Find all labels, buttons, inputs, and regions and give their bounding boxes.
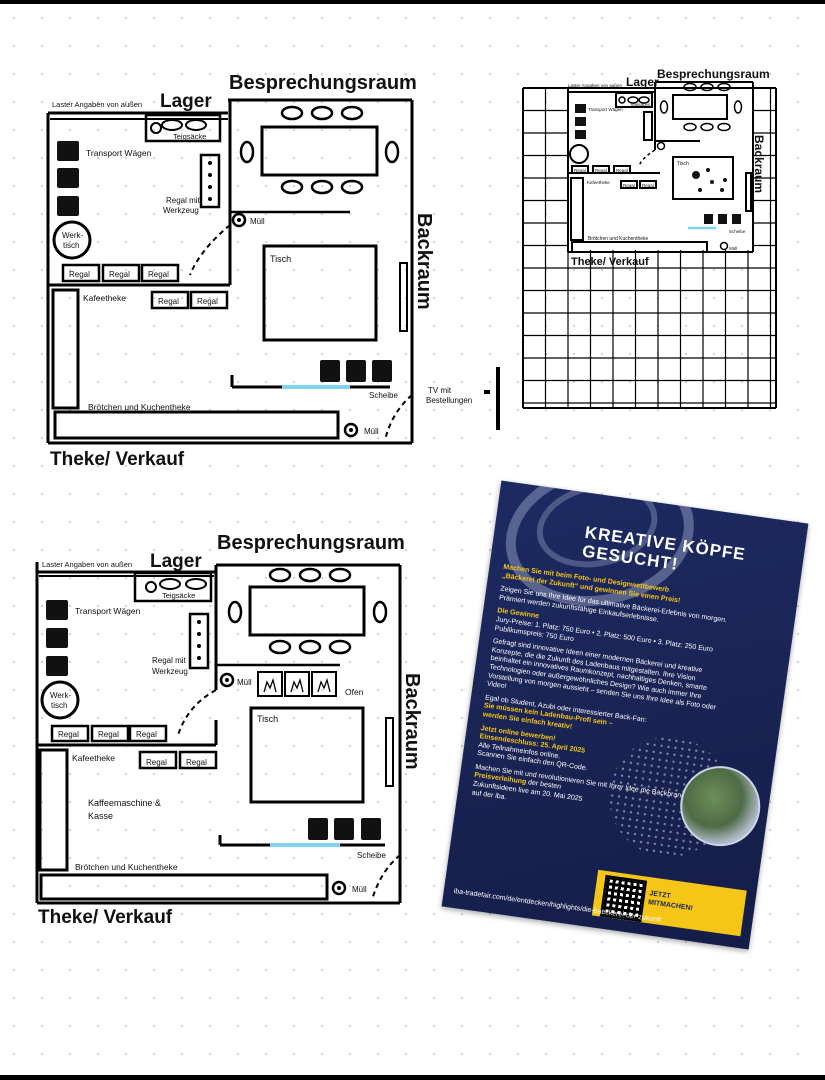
plan3-kafeetheke-label: Kafeetheke (72, 753, 115, 763)
plan3-werktisch-label-2: tisch (51, 701, 67, 710)
plan1-tisch-label: Tisch (270, 254, 291, 264)
plan1-theke-label: Theke/ Verkauf (50, 449, 185, 470)
plan3-besprechungsraum-label: Besprechungsraum (217, 532, 405, 554)
plan1-werktisch-label: Werk- (62, 231, 84, 240)
plan2-lager-label: Lager (626, 75, 659, 89)
plan3-regal-3: Regal (136, 730, 157, 739)
plan1-muell-label-2: Müll (364, 427, 379, 436)
plan2-besprechungsraum-label: Besprechungsraum (657, 67, 770, 81)
plan3-regal-werkzeug-label: Regal mit (152, 656, 187, 665)
floorplan-3: Lager Besprechungsraum Backraum Theke/ V… (35, 532, 423, 928)
plan1-regal-1: Regal (69, 270, 90, 279)
plan3-kaffeemaschine-label-2: Kasse (88, 811, 113, 821)
plan3-werktisch-label: Werk- (50, 691, 72, 700)
plan3-regal-werkzeug-label-2: Werkzeug (152, 667, 188, 676)
plan3-lager-label: Lager (150, 551, 202, 572)
plan2-kafeetheke-label: Kafeetheke (587, 180, 610, 185)
plan2-tisch-label: Tisch (677, 161, 689, 167)
plan3-kaffeemaschine-label: Kaffeemaschine & (88, 798, 161, 808)
cta-line-1: JETZT (648, 890, 672, 901)
plan2-transport-label: Transport Wägen (588, 107, 623, 112)
plan2-regal-5: Regal (642, 183, 654, 188)
plan2-regal-3: Regal (616, 168, 628, 173)
plan3-regal-4: Regal (146, 758, 167, 767)
plan2-teigsaecke-label: Teigsäcke (630, 102, 651, 107)
plan2-laster-label: Laster Angaben von außen (568, 83, 623, 88)
plan3-regal-1: Regal (58, 730, 79, 739)
plan1-backraum-label: Backraum (413, 213, 435, 310)
plan1-broetchen-label: Brötchen und Kuchentheke (88, 402, 191, 412)
plan3-teigsaecke-label: Teigsäcke (162, 591, 195, 600)
plan3-tisch-label: Tisch (257, 714, 278, 724)
floorplan-2-grid: Lager Besprechungsraum Backraum Theke/ V… (522, 67, 777, 409)
bottom-border (0, 1075, 825, 1080)
top-border (0, 0, 825, 4)
plan2-regal-2: Regal (595, 168, 607, 173)
plan1-regal-2: Regal (109, 270, 130, 279)
plan3-muell-label-2: Müll (352, 885, 367, 894)
plan1-lager-label: Lager (160, 91, 212, 112)
plan1-muell-label: Müll (250, 217, 265, 226)
plan1-werktisch-label-2: tisch (63, 241, 79, 250)
plan2-regal-4: Regal (623, 183, 635, 188)
floorplan-1: Lager Besprechungsraum Backraum Theke/ V… (46, 72, 500, 470)
plan1-laster-label: Laster Angaben von außen (52, 100, 142, 109)
plan2-scheibe-label: Scheibe (729, 229, 746, 234)
plan1-kafeetheke-label: Kafeetheke (83, 293, 126, 303)
plan1-regal-4: Regal (158, 297, 179, 306)
plan2-muell-label: Müll (729, 246, 737, 251)
plan2-backraum-label: Backraum (752, 135, 766, 193)
plan1-regal-werkzeug-label: Regal mit (166, 196, 201, 205)
plan3-backraum-label: Backraum (401, 673, 423, 770)
plan1-scheibe-label: Scheibe (369, 391, 398, 400)
plan3-broetchen-label: Brötchen und Kuchentheke (75, 862, 178, 872)
plan1-tv-label-2: Bestellungen (426, 396, 472, 405)
plan1-transport-label: Transport Wägen (86, 148, 152, 158)
plan3-regal-2: Regal (98, 730, 119, 739)
plan2-broetchen-label: Brötchen und Kuchentheke (588, 236, 649, 242)
plan3-laster-label: Laster Angaben von außen (42, 560, 132, 569)
plan3-regal-5: Regal (186, 758, 207, 767)
competition-flyer: KREATIVE KÖPFE GESUCHT! Machen Sie mit b… (441, 480, 809, 950)
plan3-theke-label: Theke/ Verkauf (38, 907, 173, 928)
plan1-tv-label: TV mit (428, 386, 452, 395)
plan2-theke-label: Theke/ Verkauf (571, 256, 649, 268)
plan1-regal-3: Regal (148, 270, 169, 279)
plan1-regal-werkzeug-label-2: Werkzeug (163, 206, 199, 215)
plan1-regal-5: Regal (197, 297, 218, 306)
plan3-scheibe-label: Scheibe (357, 851, 386, 860)
plan1-teigsaecke-label: Teigsäcke (173, 132, 206, 141)
plan2-regal-1: Regal (574, 168, 586, 173)
plan1-besprechungsraum-label: Besprechungsraum (229, 72, 417, 94)
plan3-ofen-label: Ofen (345, 687, 364, 697)
plan3-muell-label: Müll (237, 678, 252, 687)
plan3-transport-label: Transport Wägen (75, 606, 141, 616)
